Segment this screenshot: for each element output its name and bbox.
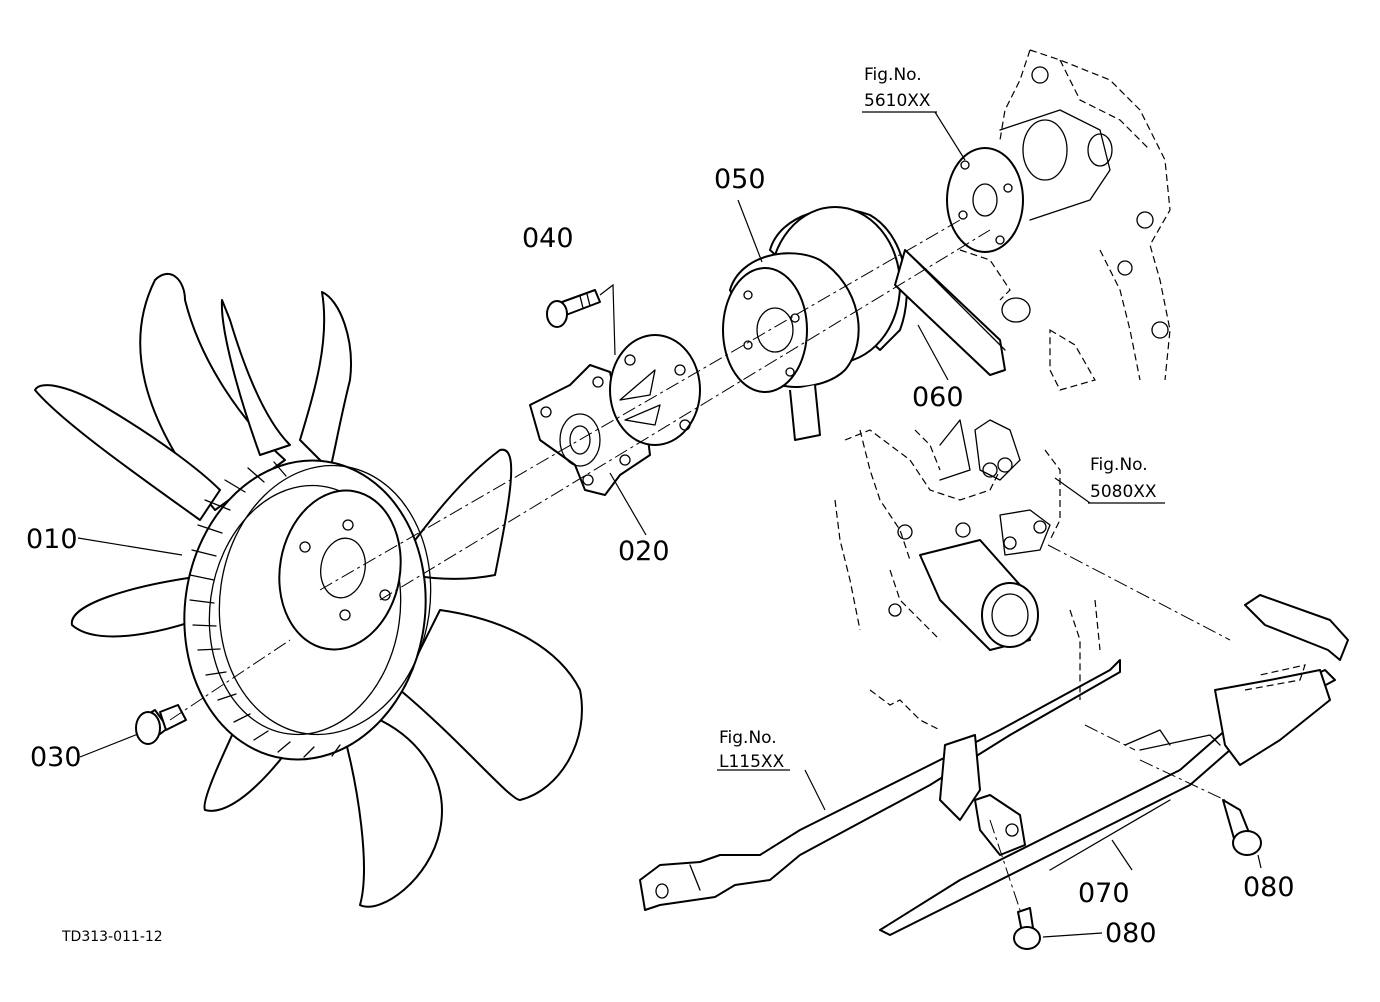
part-number-labels: 010 020 030 040 050 060 070 080 080 [26, 164, 1295, 949]
fig-ref-5080-code: 5080XX [1090, 482, 1157, 502]
fig-ref-L115-label: Fig.No. [719, 728, 777, 748]
bolt-080-right [1222, 799, 1262, 856]
cooling-fan [34, 272, 583, 908]
water-pump-assembly [946, 49, 1171, 391]
assembly-centerlines [169, 219, 1231, 911]
fan-pulley-hub-020 [529, 334, 701, 496]
v-belt-060 [894, 249, 1006, 376]
part-label-060: 060 [912, 382, 964, 413]
fig-ref-5080-label: Fig.No. [1090, 455, 1148, 475]
part-label-050: 050 [714, 164, 766, 195]
fig-ref-L115-code: L115XX [719, 752, 785, 772]
diagram-code: TD313-011-12 [61, 929, 163, 945]
part-label-020: 020 [618, 536, 670, 567]
figure-references: Fig.No. 5610XX Fig.No. 5080XX Fig.No. L1… [719, 65, 1157, 772]
leader-lines [77, 111, 1262, 938]
part-label-040: 040 [522, 223, 574, 254]
part-label-070: 070 [1078, 878, 1130, 909]
fig-ref-5610-code: 5610XX [864, 91, 931, 111]
fig-ref-5610-label: Fig.No. [864, 65, 922, 85]
fan-louvers [189, 461, 341, 758]
fan-bolt-030 [135, 704, 187, 745]
shroud-bracket-070 [879, 594, 1349, 936]
engine-block [834, 419, 1061, 651]
part-label-080-right: 080 [1243, 872, 1295, 903]
bolt-080-bottom [1013, 907, 1041, 950]
part-label-010: 010 [26, 524, 78, 555]
frame-cross-member [639, 599, 1121, 911]
pulley-050 [722, 206, 908, 441]
part-label-030: 030 [30, 742, 82, 773]
part-label-080-bottom: 080 [1105, 918, 1157, 949]
bolt-040 [546, 289, 601, 328]
